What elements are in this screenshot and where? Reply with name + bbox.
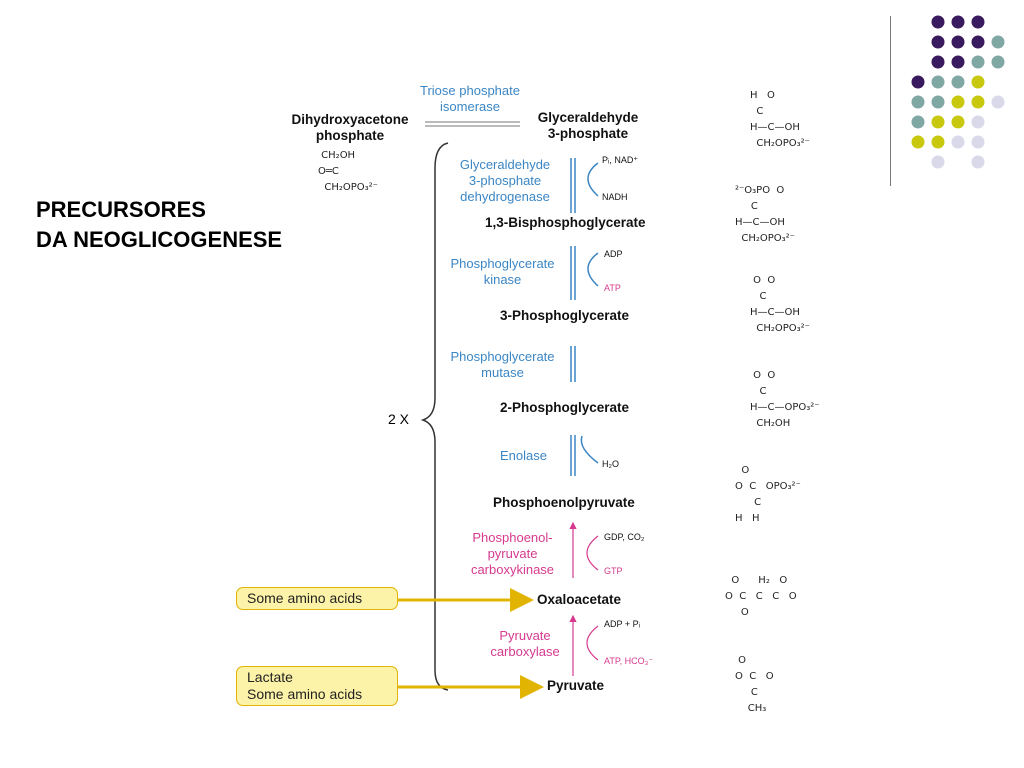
product-pep: Phosphoenolpyruvate [493,495,635,510]
decorative-dot [931,95,945,109]
enzyme-pepck-line3: carboxykinase [470,562,555,577]
structure-2pg: O O C H—C—OPO₃²⁻ CH₂OH [750,370,820,429]
step-arrow-5 [569,521,599,578]
structure-g3p: H O C H—C—OH CH₂OPO₃²⁻ [750,90,810,149]
input-amino-acids: Some amino acids [236,587,398,610]
multiplier-label: 2 X [388,411,410,427]
decorative-dot [971,135,985,149]
enzyme-gapdh: Glyceraldehyde 3-phosphate dehydrogenase [445,157,565,205]
enzyme-pgm-line1: Phosphoglycerate [450,349,555,364]
enzyme-pgk-line1: Phosphoglycerate [450,256,555,271]
input-lactate-line2: Some amino acids [247,686,363,702]
structure-pyruvate: O O C O C CH₃ [735,655,774,714]
enzyme-gapdh-line1: Glyceraldehyde [459,157,551,172]
decorative-dot [971,95,985,109]
dhap-label: Dihydroxyacetone phosphate [285,112,415,144]
product-13bpg: 1,3-Bisphosphoglycerate [485,215,646,230]
input-lactate-amino-acids: Lactate Some amino acids [236,666,398,706]
decorative-dot [931,115,945,129]
g3p-line1: Glyceraldehyde [537,110,639,125]
cofactor-h2o: H₂O [602,459,619,469]
decorative-divider [890,16,891,186]
decorative-dot [951,135,965,149]
isomerase-label: Triose phosphate isomerase [400,83,540,115]
enzyme-pc-line2: carboxylase [490,644,560,659]
product-oxaloacetate: Oxaloacetate [537,592,622,607]
decorative-dot [951,115,965,129]
decorative-dot [951,95,965,109]
decorative-dot [971,15,985,29]
decorative-dot [971,75,985,89]
enzyme-pepck-line1: Phosphoenol- [472,530,553,545]
enzyme-pgm: Phosphoglycerate mutase [440,349,565,381]
step-arrow-1 [570,158,599,213]
decorative-dot [971,55,985,69]
input-lactate-line1: Lactate [247,669,293,685]
enzyme-pgk: Phosphoglycerate kinase [440,256,565,288]
structure-13bpg: ²⁻O₃PO O C H—C—OH CH₂OPO₃²⁻ [735,185,795,244]
enzyme-gapdh-line3: dehydrogenase [460,189,550,204]
decorative-dot [911,75,925,89]
step-arrow-3 [570,346,576,382]
dhap-line1: Dihydroxyacetone [291,112,409,127]
cofactor-gdp-co2: GDP, CO₂ [604,532,645,542]
decorative-dot [931,15,945,29]
decorative-dot [991,95,1005,109]
enzyme-enolase: Enolase [500,448,547,463]
enzyme-pepck-line2: pyruvate [487,546,538,561]
structure-oxaloacetate: O H₂ O O C C C O O [725,575,797,618]
decorative-dot [931,35,945,49]
cofactor-adp: ADP [604,249,623,259]
g3p-label: Glyceraldehyde 3-phosphate [528,110,648,142]
enzyme-pgk-line2: kinase [483,272,522,287]
decorative-dot [911,115,925,129]
cofactor-atp: ATP [604,283,621,293]
enzyme-gapdh-line2: 3-phosphate [468,173,542,188]
step-arrow-6 [569,614,599,676]
decorative-dot [971,155,985,169]
decorative-dot-grid [911,15,1005,169]
decorative-dot [991,35,1005,49]
decorative-dot [931,75,945,89]
decorative-dot [991,55,1005,69]
product-3pg: 3-Phosphoglycerate [500,308,630,323]
structure-3pg: O O C H—C—OH CH₂OPO₃²⁻ [750,275,810,334]
decorative-dot [951,75,965,89]
enzyme-pepck: Phosphoenol- pyruvate carboxykinase [455,530,570,578]
slide-title: PRECURSORES DA NEOGLICOGENESE [36,195,282,255]
decorative-dot [951,55,965,69]
decorative-dot [951,15,965,29]
decorative-dot [911,135,925,149]
enzyme-pc-line1: Pyruvate [499,628,551,643]
decorative-dot [911,95,925,109]
g3p-line2: 3-phosphate [547,126,629,141]
step-arrow-2 [570,246,599,300]
isomerase-line1: Triose phosphate [420,83,520,98]
decorative-dot [951,35,965,49]
gluconeogenesis-diagram: Triose phosphate isomerase Dihydroxyacet… [230,78,880,728]
decorative-dot [931,55,945,69]
product-2pg: 2-Phosphoglycerate [500,400,630,415]
slide-title-line1: PRECURSORES [36,197,206,222]
enzyme-pgm-line2: mutase [481,365,524,380]
cofactor-atp-hco3: ATP, HCO₃⁻ [604,656,654,666]
decorative-dot [931,135,945,149]
dhap-line2: phosphate [315,128,385,143]
decorative-dot [971,115,985,129]
cofactor-adp-pi: ADP + Pᵢ [604,619,641,629]
cofactor-pi-nad: Pᵢ, NAD⁺ [602,155,639,165]
decorative-dot [971,35,985,49]
enzyme-pc: Pyruvate carboxylase [480,628,570,660]
pathway-arrows [390,121,599,699]
product-pyruvate: Pyruvate [547,678,605,693]
brace [420,142,449,691]
structure-dhap: CH₂OH O═C CH₂OPO₃²⁻ [318,150,378,193]
decorative-dot [931,155,945,169]
cofactor-nadh: NADH [602,192,628,202]
cofactor-gtp: GTP [604,566,623,576]
slide-title-line2: DA NEOGLICOGENESE [36,227,283,252]
step-arrow-4 [570,435,599,476]
isomerase-line2: isomerase [440,99,500,114]
structure-pep: O O C OPO₃²⁻ C H H [735,465,801,524]
